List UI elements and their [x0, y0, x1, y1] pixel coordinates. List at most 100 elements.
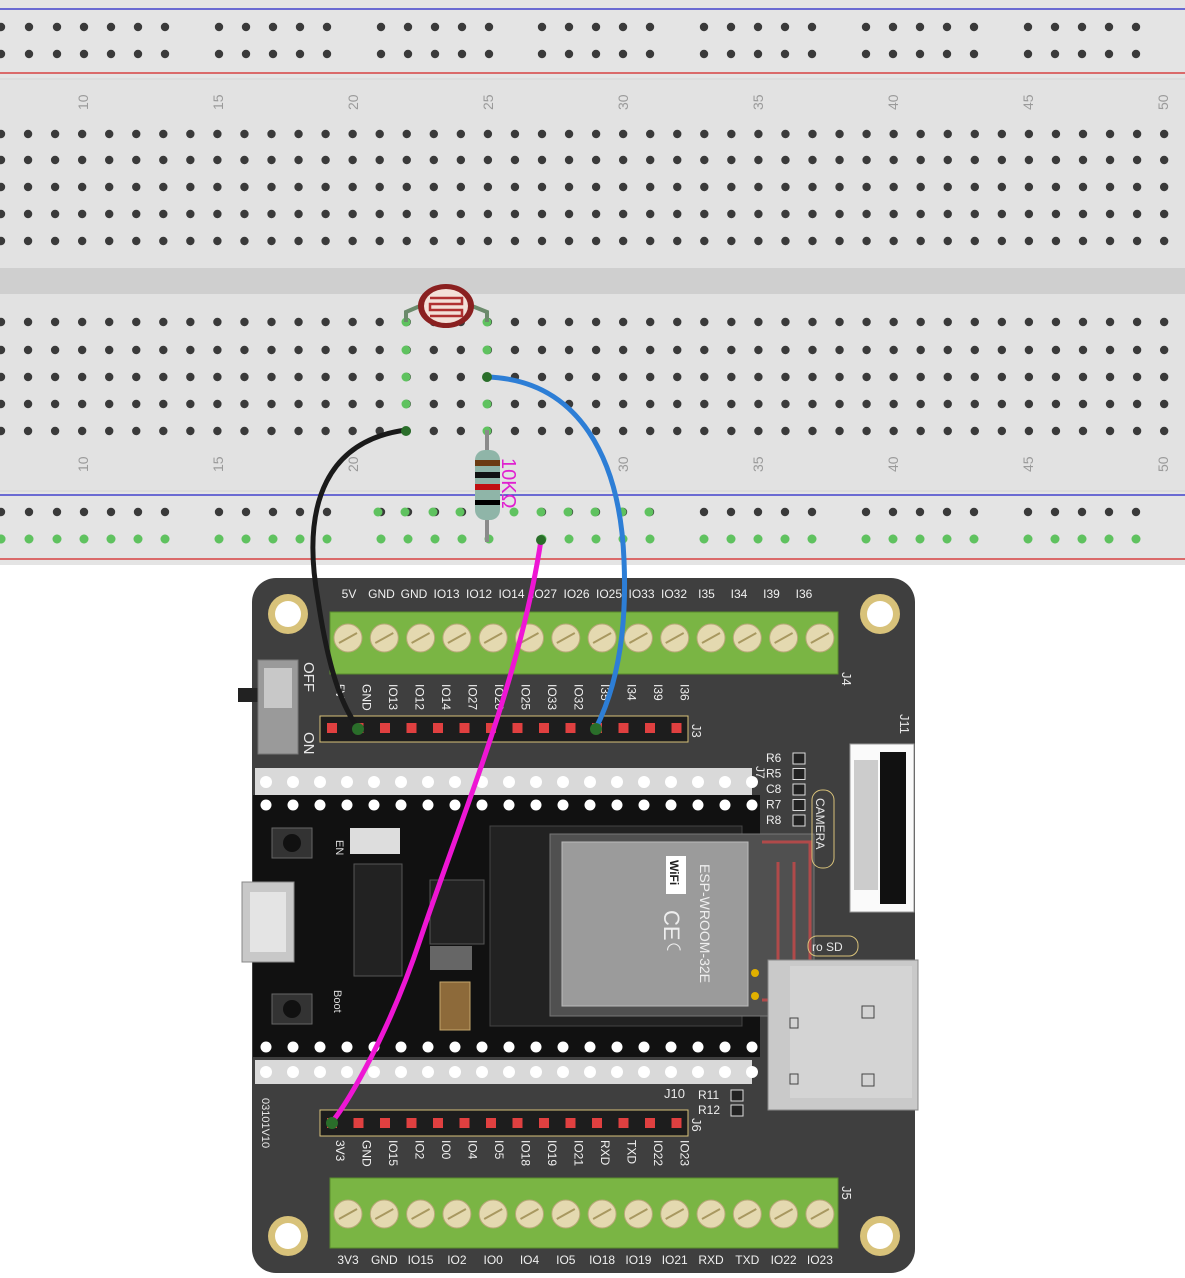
- header-j3: [319, 715, 689, 743]
- column-number: 45: [1020, 456, 1036, 472]
- j6-pin-label: IO5: [492, 1140, 506, 1160]
- smd-label: R6: [766, 751, 782, 765]
- smd-label: R7: [766, 798, 782, 812]
- resistor-label: 10KΩ: [497, 458, 519, 509]
- j5-pin-label: IO23: [807, 1253, 833, 1267]
- j3-pin-label: I36: [678, 684, 692, 701]
- column-number: 10: [75, 94, 91, 110]
- j5-screws: [333, 1199, 835, 1229]
- j5-pin-label: GND: [371, 1253, 398, 1267]
- screw-terminal-j4: [329, 611, 839, 675]
- camera-connector: J11 CAMERA: [811, 714, 915, 913]
- column-number: 35: [750, 456, 766, 472]
- column-number: 15: [210, 456, 226, 472]
- j5-pin-label: TXD: [735, 1253, 759, 1267]
- j3-pin-label: IO14: [439, 684, 453, 710]
- smd-label: R12: [698, 1103, 720, 1117]
- j4-pin-label: 5V: [342, 587, 357, 601]
- j4-pin-label: IO32: [661, 587, 687, 601]
- j4-pin-label: IO27: [531, 587, 557, 601]
- photoresistor: [404, 284, 489, 328]
- j3-pin-label: IO33: [545, 684, 559, 710]
- j3-pin-label: I39: [651, 684, 665, 701]
- j3-pin-label: GND: [360, 684, 374, 711]
- j3-pin-label: IO12: [413, 684, 427, 710]
- smd-label: R5: [766, 767, 782, 781]
- j3-pin-label: IO27: [466, 684, 480, 710]
- j5-label: J5: [839, 1186, 854, 1200]
- j10-label: J10: [664, 1086, 685, 1101]
- j5-pin-label: IO0: [484, 1253, 504, 1267]
- column-number: 50: [1155, 456, 1171, 472]
- j3-pin-label: I34: [625, 684, 639, 701]
- magenta-wire: [329, 537, 544, 1125]
- j5-pin-label: 3V3: [337, 1253, 359, 1267]
- j6-pin-label: TXD: [625, 1140, 639, 1164]
- switch-on-label: ON: [300, 732, 317, 755]
- column-number: 30: [615, 456, 631, 472]
- j6-pin-label: RXD: [598, 1140, 612, 1166]
- column-number: 45: [1020, 94, 1036, 110]
- j5-pin-label: IO19: [625, 1253, 651, 1267]
- j3-label: J3: [689, 724, 704, 738]
- j6-pin-label: IO21: [572, 1140, 586, 1166]
- column-number: 10: [75, 456, 91, 472]
- j4-pin-label: IO33: [628, 587, 654, 601]
- smd-label: R8: [766, 813, 782, 827]
- j5-pin-label: IO4: [520, 1253, 540, 1267]
- j4-pin-label: GND: [401, 587, 428, 601]
- j7-holes: [260, 776, 758, 788]
- boot-label: Boot: [331, 990, 343, 1013]
- j5-pin-label: IO21: [662, 1253, 688, 1267]
- wifi-logo: WiFi: [667, 860, 681, 885]
- version-label: 03101V10: [259, 1098, 271, 1148]
- j4-pin-label: I36: [796, 587, 813, 601]
- wireless-icon: ◠: [666, 939, 682, 959]
- resistor-10k: 10KΩ: [475, 430, 519, 542]
- smd-label: C8: [766, 782, 782, 796]
- power-switch[interactable]: OFF ON: [238, 659, 317, 755]
- j4-label: J4: [839, 672, 854, 686]
- module-label: ESP-WROOM-32E: [697, 864, 713, 983]
- wires: [310, 372, 628, 1129]
- j5-pin-label: IO18: [589, 1253, 615, 1267]
- j4-pin-label: I39: [763, 587, 780, 601]
- j6-pin-label: IO19: [545, 1140, 559, 1166]
- j5-pin-label: IO15: [408, 1253, 434, 1267]
- switch-off-label: OFF: [300, 662, 317, 692]
- j6-pin-label: IO4: [466, 1140, 480, 1160]
- sd-label: ro SD: [812, 940, 843, 954]
- camera-label: CAMERA: [813, 798, 827, 849]
- smd-label: R11: [698, 1088, 719, 1102]
- j4-pin-label: I34: [731, 587, 748, 601]
- column-number: 20: [345, 456, 361, 472]
- column-number: 40: [885, 456, 901, 472]
- ce-mark: CE: [659, 910, 684, 941]
- j3-pin-label: IO32: [572, 684, 586, 710]
- j6-pin-label: IO2: [413, 1140, 427, 1160]
- j4-pin-label: IO25: [596, 587, 622, 601]
- en-label: EN: [333, 840, 345, 855]
- j3-pin-label: IO25: [519, 684, 533, 710]
- j5-pin-label: IO22: [771, 1253, 797, 1267]
- j10-holes: [260, 1066, 758, 1078]
- j4-pin-label: IO12: [466, 587, 492, 601]
- j6-pin-label: IO22: [651, 1140, 665, 1166]
- j6-pin-label: IO23: [678, 1140, 692, 1166]
- mounting-holes: [268, 594, 900, 1256]
- column-number: 30: [615, 94, 631, 110]
- j4-pin-label: I35: [698, 587, 715, 601]
- column-number: 35: [750, 94, 766, 110]
- blue-wire: [484, 374, 628, 731]
- j7-label: J7: [753, 766, 767, 779]
- column-number: 50: [1155, 94, 1171, 110]
- column-number: 25: [480, 94, 496, 110]
